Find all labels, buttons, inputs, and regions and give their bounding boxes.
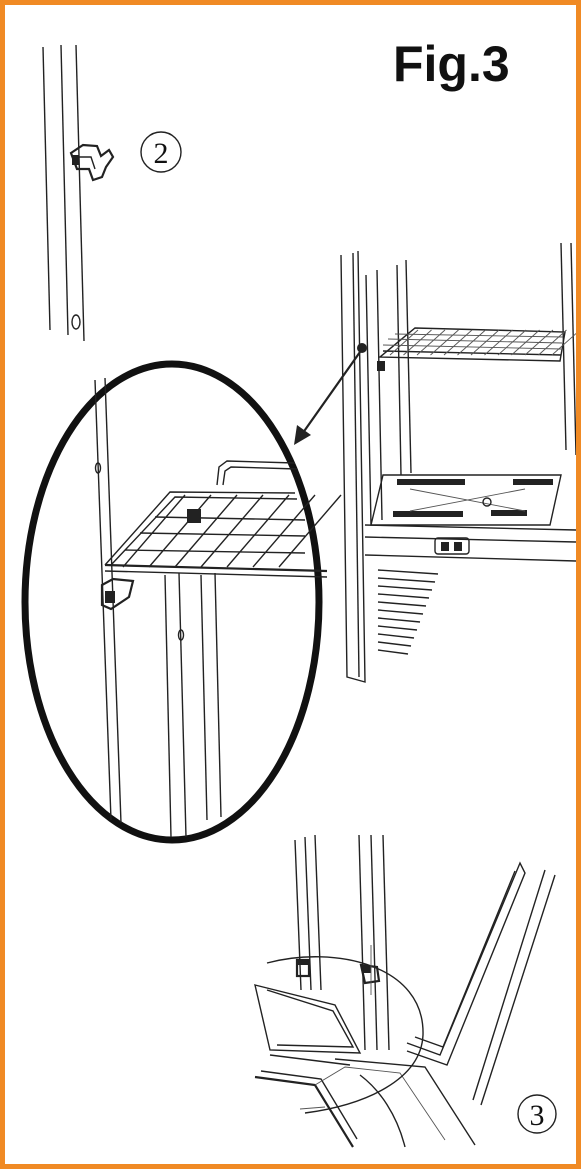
rail-with-clip-detail [42, 44, 115, 342]
cabinet-shelf [377, 327, 576, 371]
magnified-clip-icon [100, 577, 135, 611]
shelf-wire [497, 329, 527, 356]
shelf-wire [551, 332, 576, 356]
magnified-shelf-wire [174, 494, 238, 568]
shelf-wire [470, 329, 500, 356]
shelf-wire [511, 329, 540, 356]
magnified-shelf-wire [148, 494, 212, 568]
illustration: 2 [21, 44, 576, 1148]
cabinet-overview [294, 242, 576, 683]
shelf-wire [416, 329, 446, 356]
door-hinge-detail [254, 834, 556, 1148]
pointer-arrow-icon [294, 351, 361, 445]
step-three-marker: 3 [517, 1094, 557, 1134]
magnified-detail [21, 360, 342, 844]
vent-slat [377, 617, 421, 623]
shelf-wire [403, 329, 432, 356]
step-two-label: 2 [154, 137, 169, 170]
vent-slat [377, 625, 418, 631]
shelf-wire [484, 329, 513, 356]
magnified-shelf-wire [252, 494, 316, 568]
vent-slat [377, 641, 412, 647]
shelf-wire [389, 329, 419, 356]
vent-slat [377, 569, 439, 575]
shelf-wire [457, 329, 486, 356]
shelf-wire [538, 329, 567, 356]
magnified-shelf-wire [226, 494, 290, 568]
vent-slat [377, 609, 424, 615]
step-two-marker: 2 [140, 131, 182, 173]
vent-slat [377, 649, 409, 655]
step-three-label: 3 [530, 1099, 545, 1132]
shelf-clip-icon [69, 143, 115, 182]
magnified-shelf-wire [278, 494, 342, 568]
shelf-wire [430, 329, 459, 356]
magnified-shelf [104, 460, 342, 578]
shelf-wire [524, 329, 554, 356]
magnified-shelf-wire [200, 494, 264, 568]
vent-slat [377, 585, 433, 591]
shelf-wire [443, 329, 473, 356]
vent-slat [377, 601, 427, 607]
vent-slat [377, 593, 430, 599]
vent-slat [377, 633, 415, 639]
vent-slat [377, 577, 436, 583]
figure-title: Fig.3 [393, 36, 510, 92]
magnified-shelf-wire [122, 494, 186, 568]
